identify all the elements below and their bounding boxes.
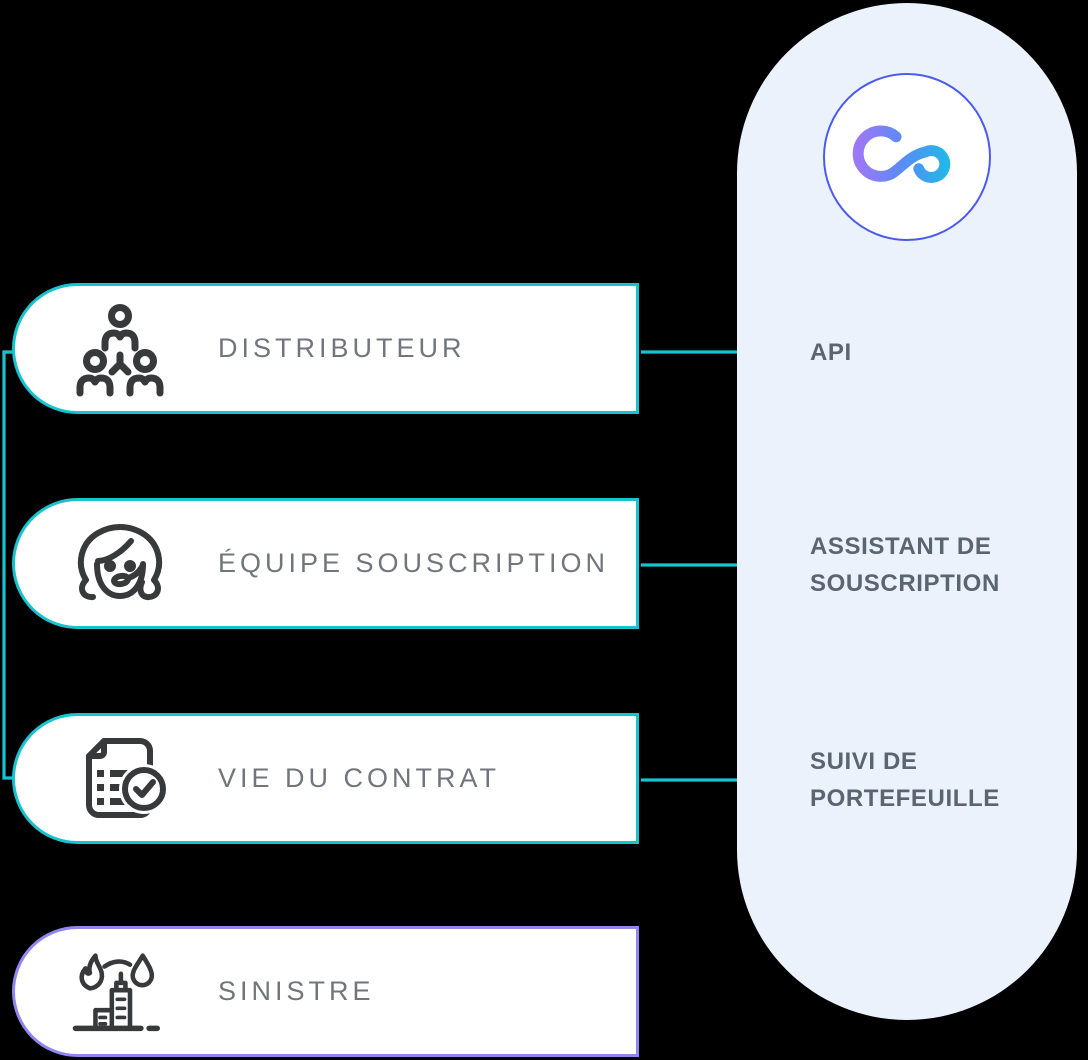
co-logo-badge bbox=[823, 73, 991, 241]
card-sinistre: SINISTRE bbox=[12, 926, 639, 1057]
co-infinity-logo-icon bbox=[852, 125, 951, 183]
building-disaster-icon bbox=[70, 942, 170, 1042]
card-label: VIE DU CONTRAT bbox=[218, 763, 501, 793]
org-chart-icon bbox=[70, 299, 170, 399]
card-vie-du-contrat: VIE DU CONTRAT bbox=[12, 713, 639, 844]
card-distributeur: DISTRIBUTEUR bbox=[12, 283, 639, 414]
panel-label-suivi-de-portefeuille: SUIVI DE PORTEFEUILLE bbox=[810, 748, 1000, 812]
card-equipe-souscription: ÉQUIPE SOUSCRIPTION bbox=[12, 498, 639, 629]
panel-label-assistant-de-souscription: ASSISTANT DE SOUSCRIPTION bbox=[810, 533, 1000, 597]
card-label: DISTRIBUTEUR bbox=[218, 333, 466, 363]
contract-check-icon bbox=[70, 729, 170, 829]
panel-label-api: API bbox=[810, 339, 852, 366]
card-label: ÉQUIPE SOUSCRIPTION bbox=[218, 548, 610, 578]
left-bracket-connector bbox=[2, 350, 13, 780]
support-agent-icon bbox=[70, 514, 170, 614]
side-panel: API ASSISTANT DE SOUSCRIPTION SUIVI DE P… bbox=[737, 3, 1077, 1020]
card-label: SINISTRE bbox=[218, 976, 375, 1006]
